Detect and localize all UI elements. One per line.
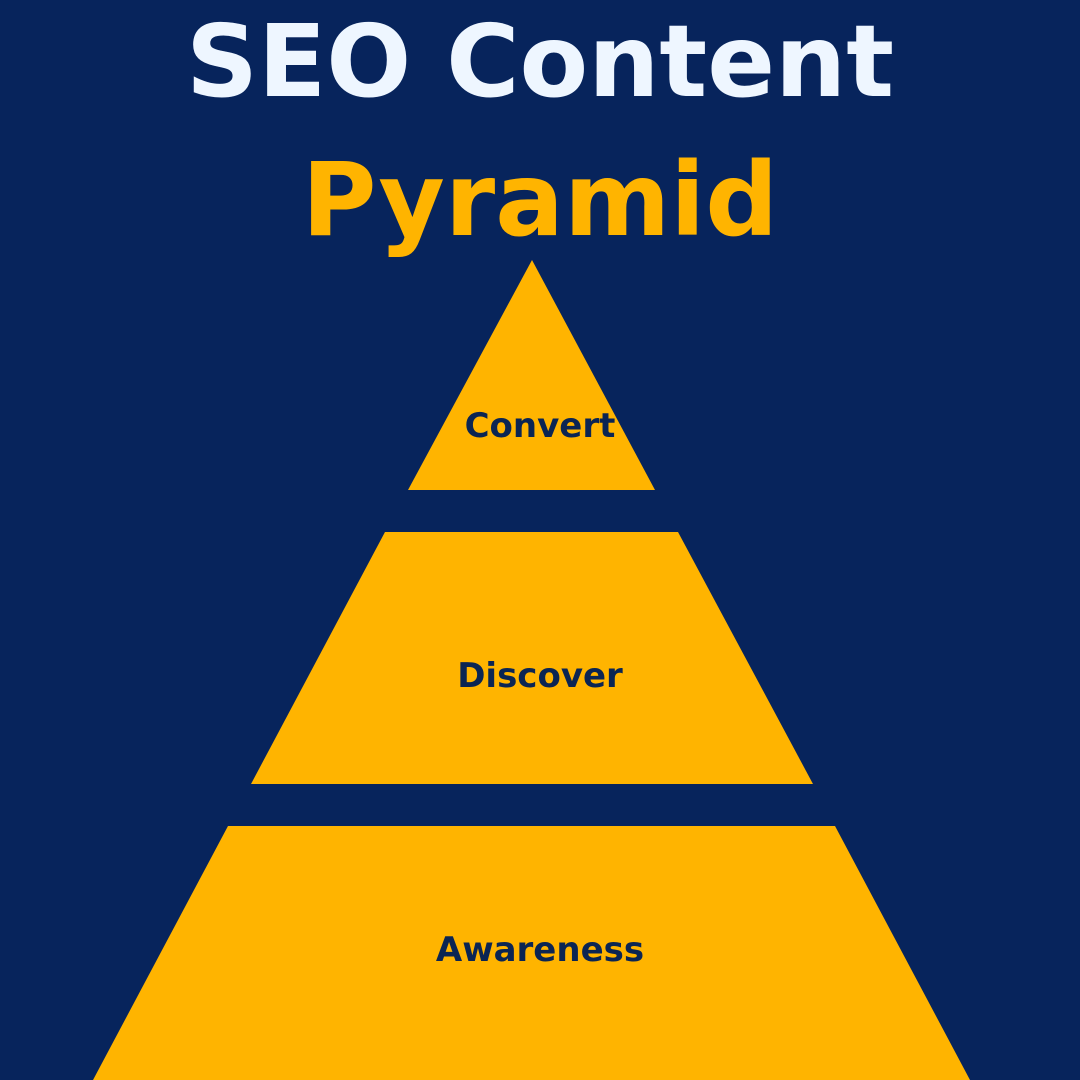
pyramid-level-awareness-shape [93, 826, 970, 1080]
pyramid-level-discover-label: Discover [457, 656, 623, 696]
title-line-1: SEO Content [185, 3, 895, 120]
title-line-2: Pyramid [301, 141, 779, 260]
pyramid-level-convert-shape [408, 260, 655, 490]
pyramid-level-convert-label: Convert [464, 406, 616, 446]
pyramid-level-awareness-label: Awareness [435, 930, 645, 970]
pyramid-level-discover-shape [251, 532, 813, 784]
